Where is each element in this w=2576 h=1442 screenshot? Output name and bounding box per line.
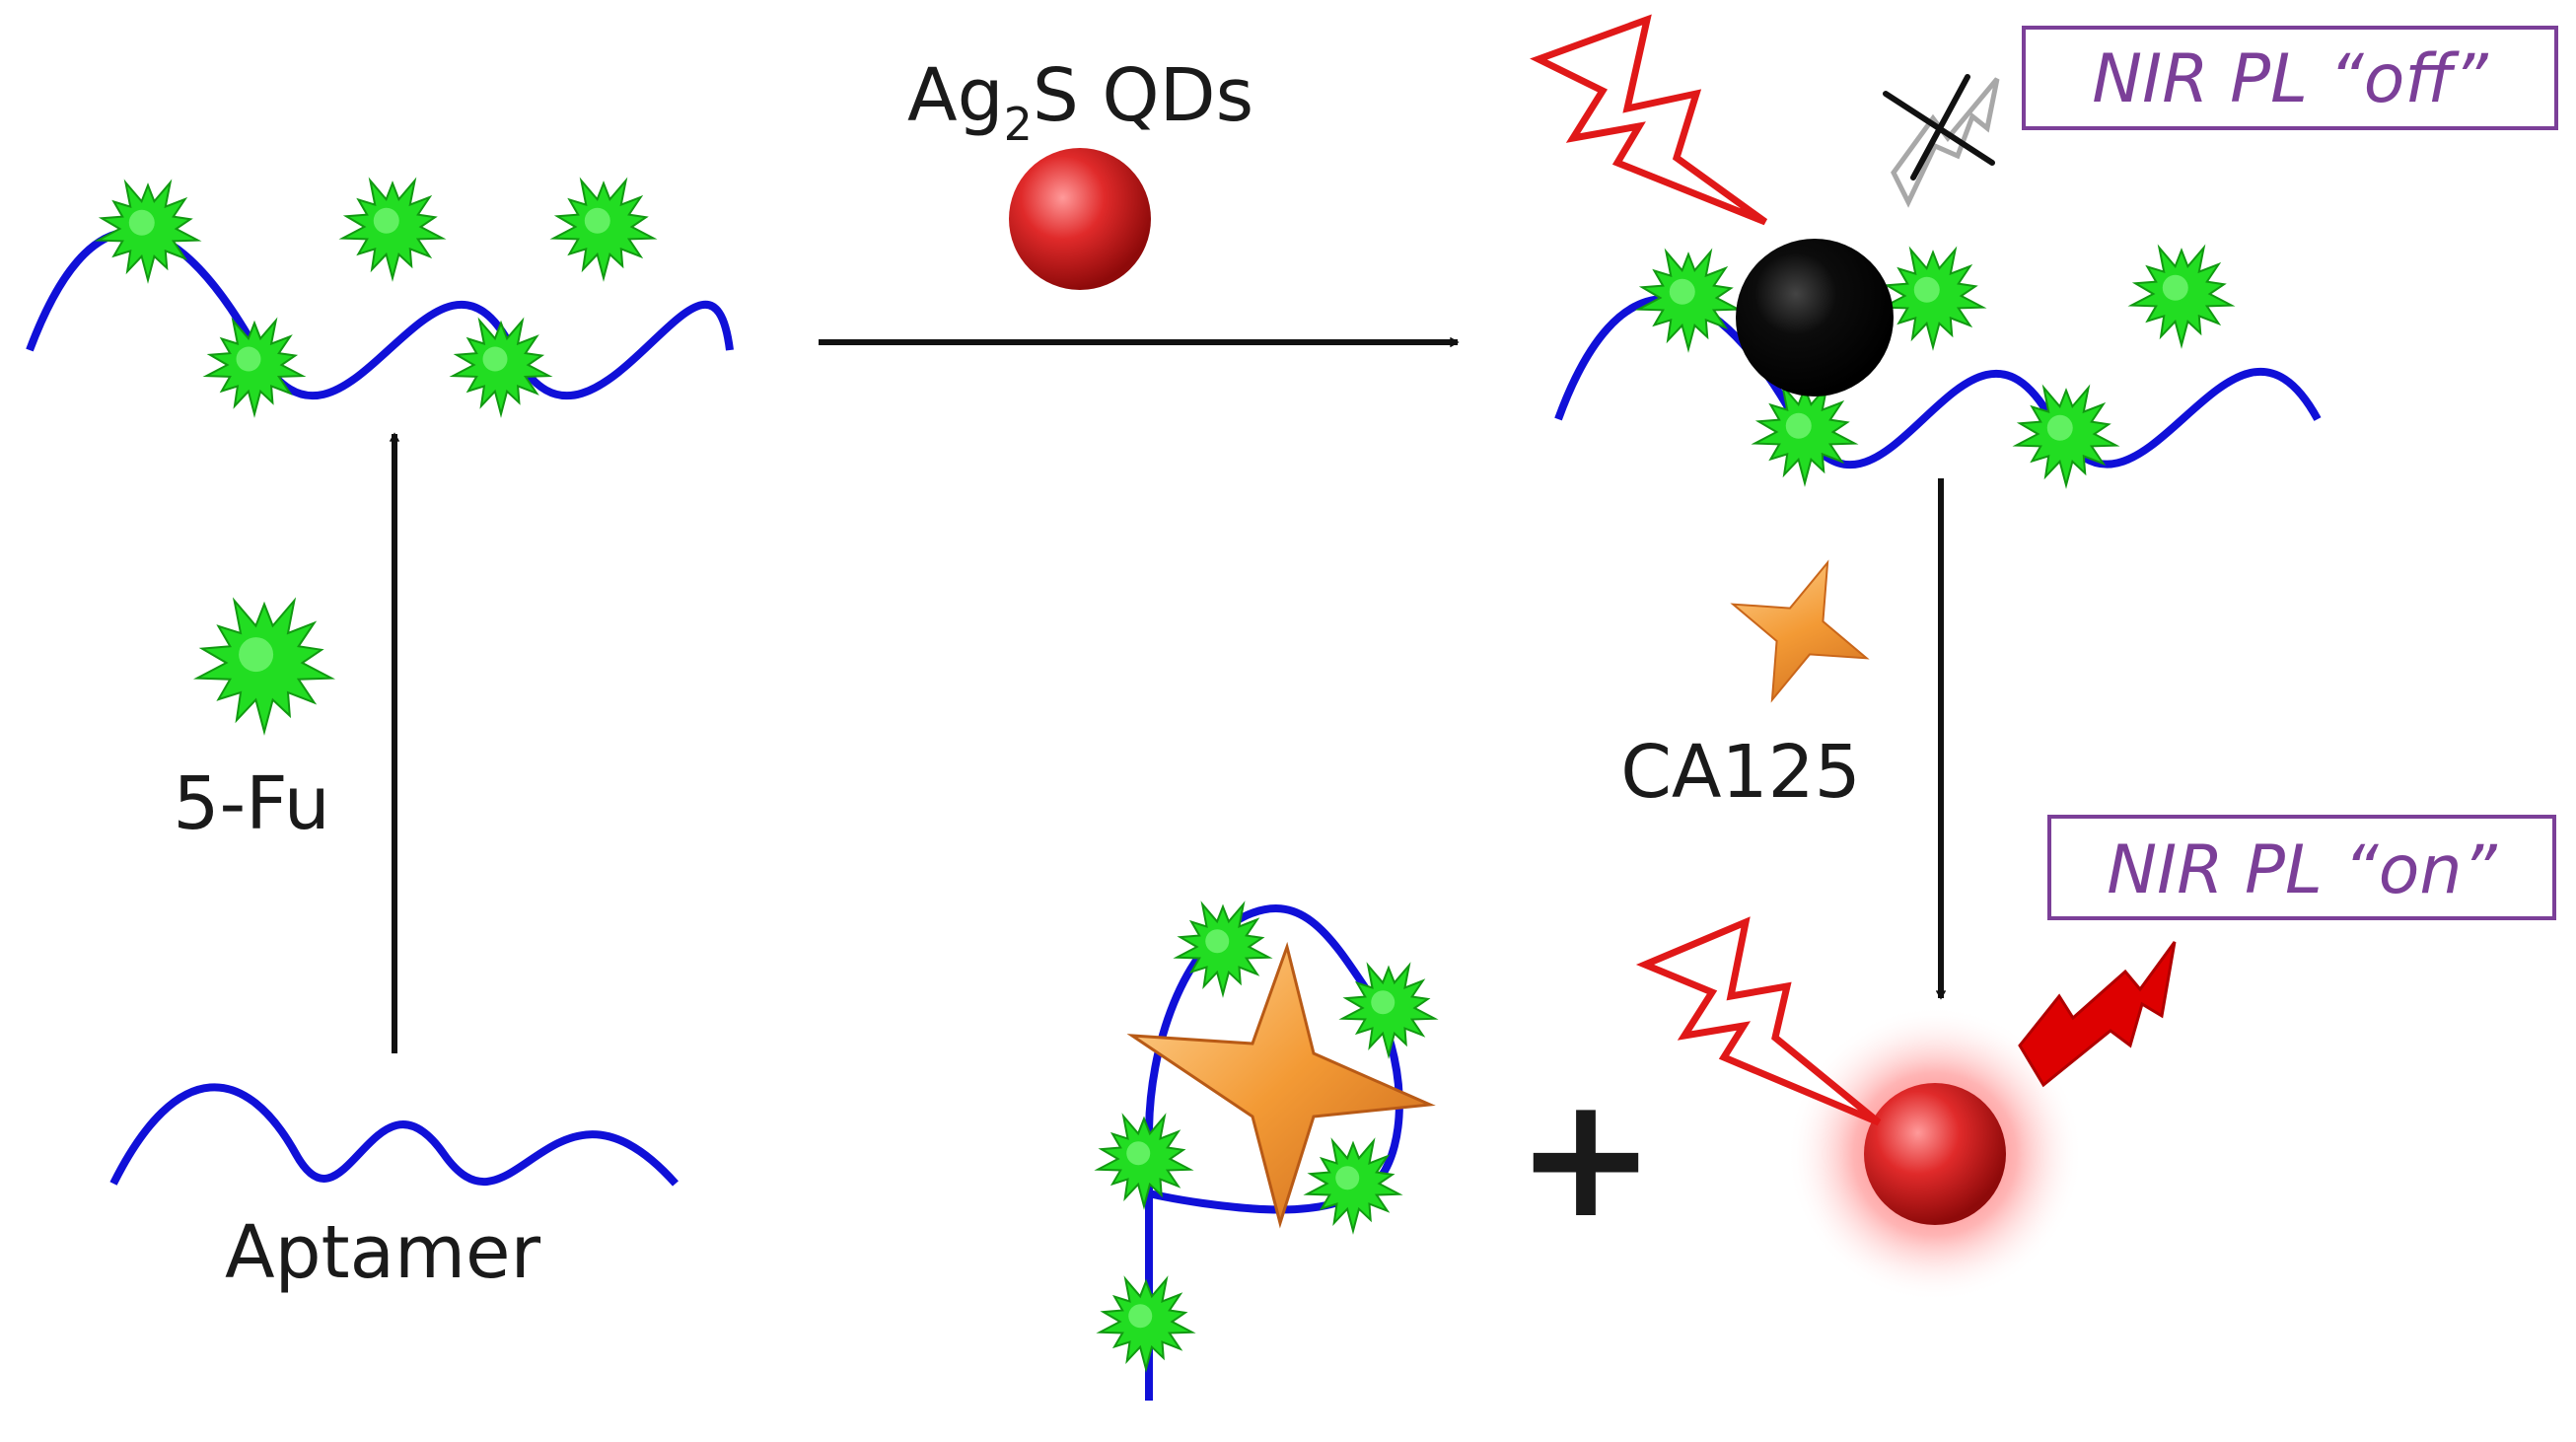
nir-pl-on-label: NIR PL “on” [2107, 831, 2497, 909]
ca125-bound-star-icon [1126, 941, 1436, 1229]
drug-star [2127, 244, 2236, 349]
fluorescent-qd-group: NIR PL “on” [1635, 815, 2556, 1302]
drug-star [1094, 1113, 1194, 1210]
drug-star [549, 177, 658, 282]
drug-star [202, 317, 307, 418]
drug-star [94, 179, 202, 284]
drug-star [1634, 248, 1743, 353]
plus-sign: + [1516, 1060, 1656, 1256]
drug-star [2012, 384, 2120, 489]
drug-star [1338, 962, 1439, 1059]
drug-star [1879, 246, 1987, 351]
aptamer-target-complex [1094, 901, 1439, 1401]
emission-lightning-icon [2018, 941, 2177, 1088]
drug-star [1173, 901, 1273, 998]
nir-pl-off-box [2022, 26, 2558, 130]
drug-star [1303, 1137, 1403, 1235]
drug-star [449, 317, 553, 418]
quenched-qd [1736, 239, 1894, 397]
ag2s-qd [1009, 148, 1151, 290]
fluorescent-qd [1864, 1083, 2006, 1225]
ca125-star-icon [1730, 559, 1870, 703]
nir-pl-off-label: NIR PL “off” [2092, 40, 2488, 118]
quenched-complex: NIR PL “off” [1530, 14, 2558, 489]
drug-star [1751, 382, 1859, 487]
aptamer-strand-free [109, 1083, 679, 1187]
target-addition-step: CA125 [1620, 478, 1947, 1000]
qd-addition-step: Ag2S QDs [819, 53, 1460, 348]
drug-loading-step: 5-Fu [173, 432, 400, 1053]
quenched-emission-icon [1891, 77, 2000, 208]
aptamer-label: Aptamer [225, 1210, 541, 1295]
nir-pl-on-box [2047, 815, 2556, 920]
excitation-lightning-icon [1530, 14, 1768, 226]
drug-star [338, 177, 447, 282]
aptamer-5fu-complex [26, 177, 734, 418]
ca125-label: CA125 [1620, 730, 1861, 815]
excitation-lightning-icon [1635, 916, 1882, 1126]
drug-star [192, 597, 336, 736]
qd-label: Ag2S QDs [907, 53, 1253, 151]
cross-icon [1883, 74, 1995, 180]
free-aptamer: Aptamer [109, 1083, 679, 1295]
drug-star [1096, 1275, 1196, 1373]
drug-label: 5-Fu [173, 761, 329, 846]
